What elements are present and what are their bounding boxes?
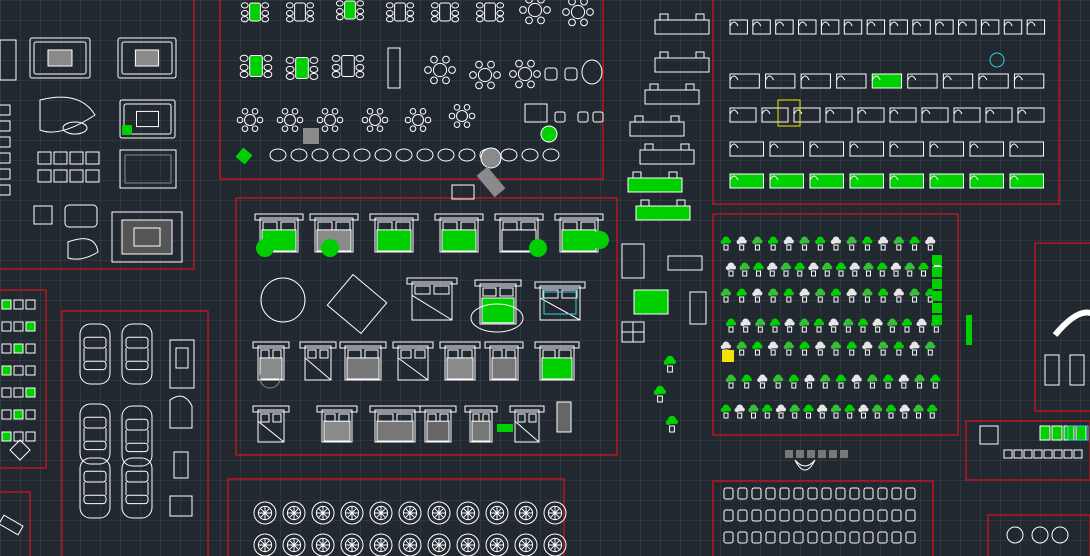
block-group-dining-sets[interactable] bbox=[235, 0, 604, 200]
block-group-cars[interactable] bbox=[79, 323, 195, 519]
block-frame bbox=[712, 480, 934, 556]
block-group-living-room-sofas[interactable] bbox=[0, 37, 183, 263]
block-group-beds[interactable] bbox=[252, 213, 609, 443]
block-group-tv-benches[interactable] bbox=[621, 13, 710, 343]
block-frame bbox=[61, 310, 209, 556]
block-group-plants[interactable] bbox=[653, 236, 972, 433]
block-frame bbox=[227, 478, 565, 556]
block-frame bbox=[1034, 242, 1090, 412]
block-frame bbox=[0, 289, 47, 469]
block-frame bbox=[987, 514, 1090, 556]
block-frame bbox=[0, 0, 195, 270]
block-group-sofa-elevations[interactable] bbox=[729, 19, 1046, 189]
block-frame bbox=[219, 0, 604, 180]
block-frame bbox=[0, 491, 31, 556]
block-group-accessories[interactable] bbox=[0, 299, 36, 536]
block-frame bbox=[965, 420, 1090, 481]
block-group-appliances[interactable] bbox=[723, 309, 1090, 544]
block-group-round-tables[interactable] bbox=[253, 501, 567, 556]
block-frame bbox=[235, 197, 618, 456]
block-frame bbox=[712, 213, 959, 436]
block-frame bbox=[712, 0, 1060, 205]
